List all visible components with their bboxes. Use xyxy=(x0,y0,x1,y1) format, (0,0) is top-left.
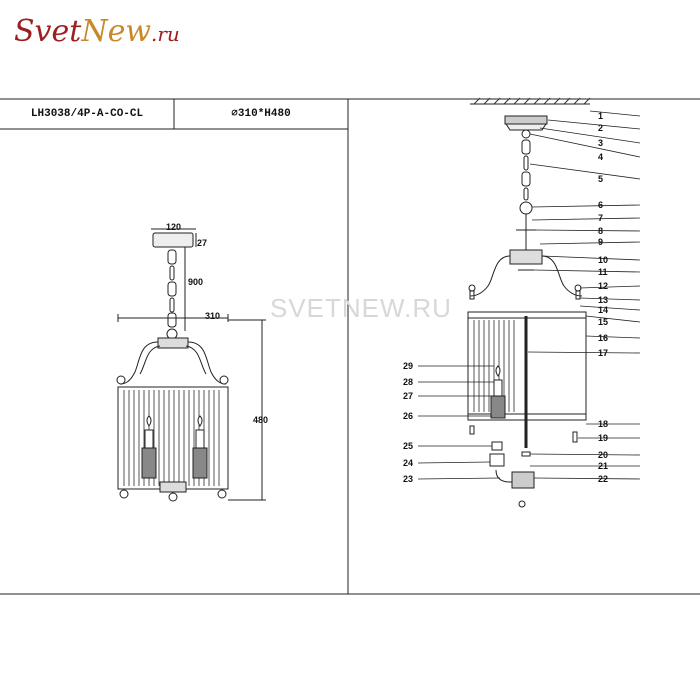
dim-canopy-height: 27 xyxy=(197,238,207,248)
part-label: 8 xyxy=(598,226,603,236)
dimension-drawing xyxy=(116,228,266,502)
part-label: 4 xyxy=(598,152,603,162)
part-label: 7 xyxy=(598,213,603,223)
part-label: 14 xyxy=(598,305,608,315)
dim-body-height: 480 xyxy=(253,415,268,425)
part-label: 15 xyxy=(598,317,608,327)
dimensions-summary: ⌀310*H480 xyxy=(231,108,291,120)
part-label: 26 xyxy=(403,411,413,421)
dim-canopy-width: 120 xyxy=(166,222,181,232)
part-label: 12 xyxy=(598,281,608,291)
part-numbers: 1 2 3 4 5 6 7 8 9 10 11 12 13 14 15 16 1… xyxy=(403,111,608,484)
parts-drawing xyxy=(467,97,591,508)
part-label: 9 xyxy=(598,237,603,247)
part-label: 18 xyxy=(598,419,608,429)
part-label: 27 xyxy=(403,391,413,401)
part-label: 23 xyxy=(403,474,413,484)
part-label: 13 xyxy=(598,295,608,305)
part-label: 17 xyxy=(598,348,608,358)
part-label: 2 xyxy=(598,123,603,133)
part-label: 5 xyxy=(598,174,603,184)
part-label: 25 xyxy=(403,441,413,451)
part-label: 24 xyxy=(403,458,413,468)
part-label: 21 xyxy=(598,461,608,471)
part-label: 20 xyxy=(598,450,608,460)
part-label: 22 xyxy=(598,474,608,484)
dim-body-width: 310 xyxy=(205,311,220,321)
part-label: 16 xyxy=(598,333,608,343)
part-label: 28 xyxy=(403,377,413,387)
part-label: 6 xyxy=(598,200,603,210)
part-label: 3 xyxy=(598,138,603,148)
part-label: 29 xyxy=(403,361,413,371)
watermark: SVETNEW.RU xyxy=(270,293,452,323)
part-label: 1 xyxy=(598,111,603,121)
model-number: LH3038/4P-A-CO-CL xyxy=(30,108,144,120)
part-label: 19 xyxy=(598,433,608,443)
dim-chain-length: 900 xyxy=(188,277,203,287)
part-label: 11 xyxy=(598,267,608,277)
part-label: 10 xyxy=(598,255,608,265)
logo[interactable]: SvetNew.ru xyxy=(14,14,180,49)
